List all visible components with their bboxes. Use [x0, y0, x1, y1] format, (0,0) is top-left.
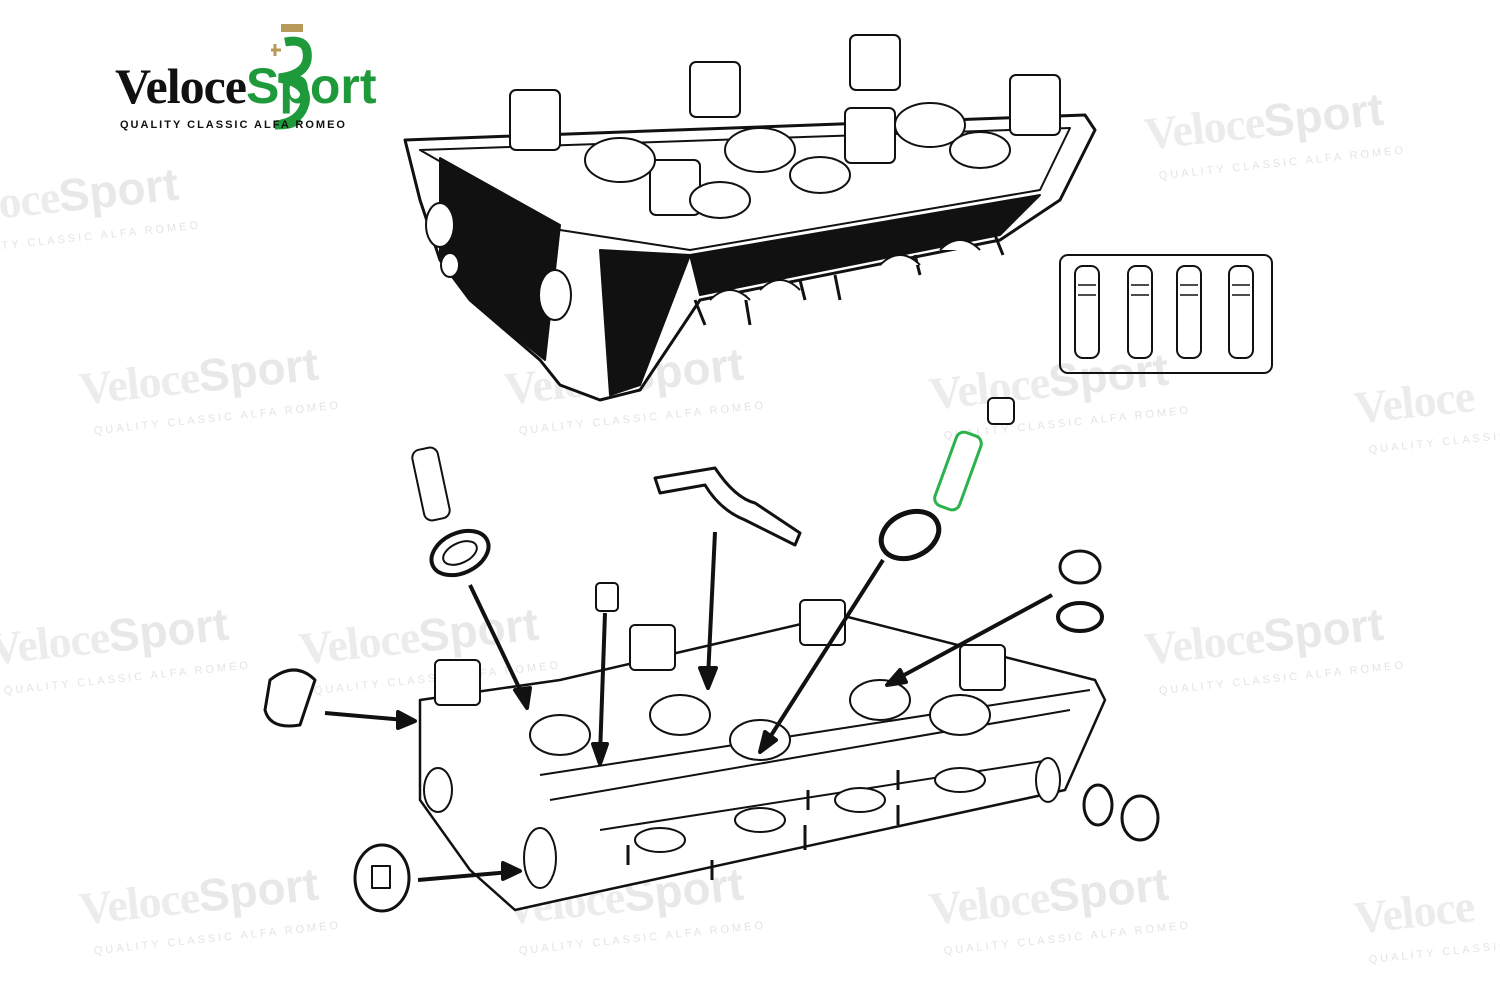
bracket-part: [653, 466, 802, 547]
side-plug-parts: [1082, 783, 1160, 842]
threaded-plug-part: [1056, 549, 1104, 633]
seal-ring-part: [429, 528, 491, 578]
cylinder-head-bare: [418, 599, 1107, 912]
cap-part: [263, 668, 317, 728]
valve-seat-ring-part: [878, 508, 942, 562]
biscione-emblem-icon: [271, 24, 312, 130]
large-plug-part: [353, 843, 411, 913]
veloce-sport-logo[interactable]: VeloceSport QUALITY CLASSIC ALFA ROMEO: [115, 22, 455, 137]
logo-tagline: QUALITY CLASSIC ALFA ROMEO: [120, 119, 347, 131]
highlighted-valve-guide[interactable]: [932, 430, 983, 512]
logo-brand-left: Veloce: [115, 58, 247, 114]
valve-guide-part: [411, 446, 451, 522]
logo-brand: VeloceSport: [115, 60, 377, 112]
logo-brand-right: Sport: [246, 58, 377, 114]
valve-guides-inset: [1059, 254, 1273, 374]
pointer-arrows: [324, 531, 1053, 882]
dowel-part: [595, 582, 619, 612]
plug-part: [987, 397, 1015, 425]
cylinder-head-assembled: [403, 34, 1097, 402]
